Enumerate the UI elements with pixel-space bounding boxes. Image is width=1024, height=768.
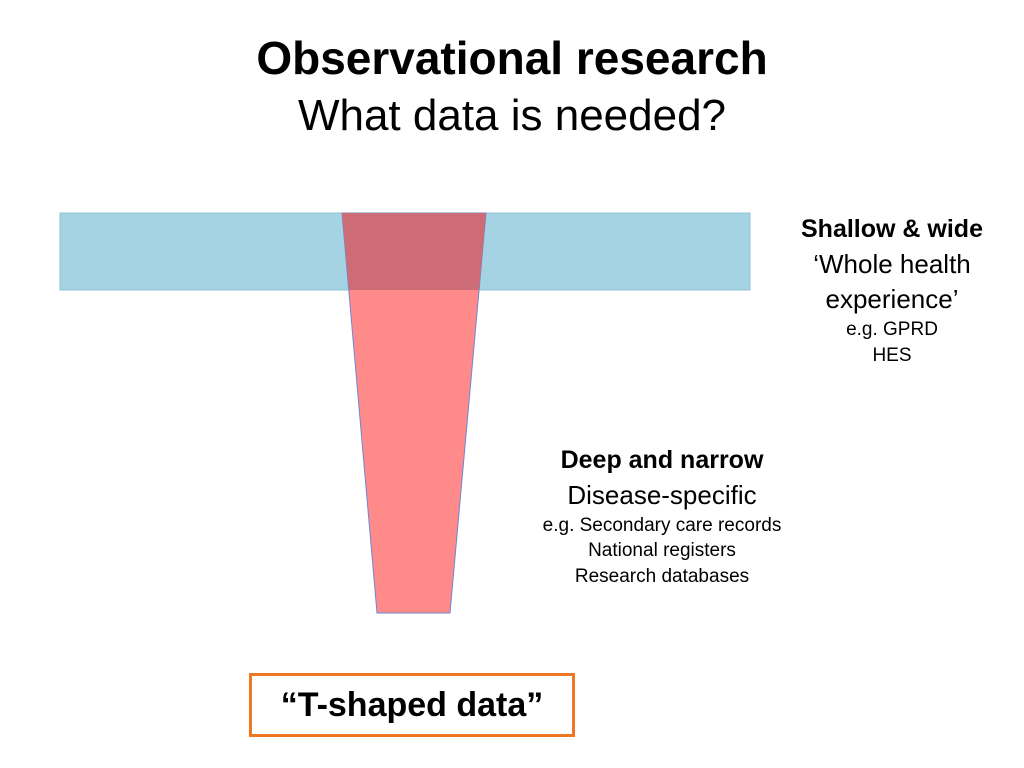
deep-example-2: National registers: [588, 540, 736, 562]
deep-example-1: e.g. Secondary care records: [542, 514, 782, 536]
shallow-example-1: e.g. GPRD: [846, 318, 938, 340]
page-title: Observational research: [256, 32, 768, 84]
deep-narrow-label: Deep and narrow Disease-specific e.g. Se…: [500, 444, 824, 590]
deep-desc: Disease-specific: [567, 479, 757, 510]
shallow-wide-label: Shallow & wide ‘Whole health experience’…: [770, 213, 1014, 368]
t-shaped-data-box: “T-shaped data”: [249, 673, 575, 737]
shallow-heading: Shallow & wide: [801, 215, 983, 243]
shallow-example-2: HES: [872, 344, 912, 366]
t-shaped-data-label: “T-shaped data”: [280, 685, 544, 724]
overlap-region: [342, 213, 486, 290]
shallow-desc-line1: ‘Whole health: [813, 248, 971, 279]
deep-heading: Deep and narrow: [560, 446, 764, 474]
page-subtitle: What data is needed?: [297, 90, 727, 140]
shallow-desc-line2: experience’: [825, 283, 959, 314]
deep-example-3: Research databases: [574, 566, 750, 588]
title-block: Observational research What data is need…: [0, 30, 1024, 143]
